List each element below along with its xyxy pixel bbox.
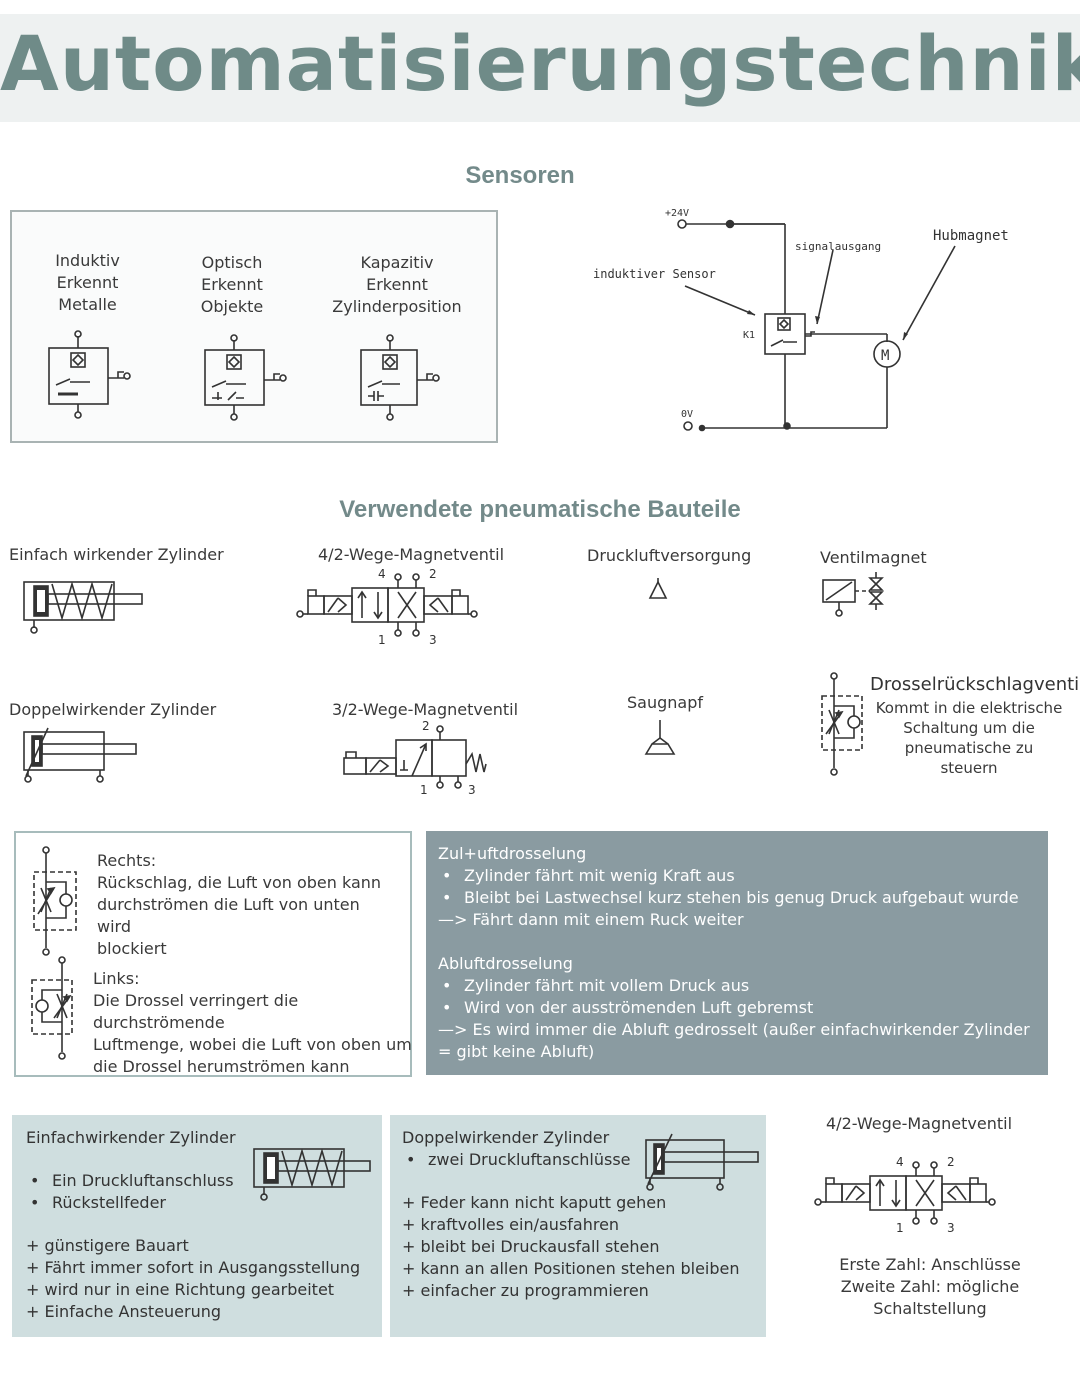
- supply-throttling-item: Bleibt bei Lastwechsel kurz stehen bis g…: [442, 887, 1038, 909]
- valve-note-line2: Zweite Zahl: mögliche Schaltstellung: [840, 1277, 1020, 1318]
- single-box-item: Rückstellfeder: [30, 1192, 376, 1214]
- throttle-left-title: Links:: [93, 969, 140, 988]
- valve-42-port1: 1: [378, 633, 386, 647]
- valve-note-port1: 1: [896, 1221, 904, 1235]
- throttle-valve-desc: Kommt in die elektrische Schaltung um di…: [874, 698, 1064, 778]
- single-cylinder-symbol: [23, 581, 143, 634]
- sensors-heading: Sensoren: [465, 162, 575, 189]
- supply-throttling-item: Zylinder fährt mit wenig Kraft aus: [442, 865, 1038, 887]
- double-box-pro: + kraftvolles ein/ausfahren: [402, 1215, 620, 1234]
- valve-42-symbol: 4 2 1 3: [296, 567, 478, 647]
- circuit-sensor-label: induktiver Sensor: [593, 267, 716, 281]
- valve-note-text: Erste Zahl: Anschlüsse Zweite Zahl: mögl…: [790, 1254, 1070, 1320]
- circuit-0v-label: 0V: [681, 409, 693, 420]
- throttle-left-line: Luftmenge, wobei die Luft von oben um: [93, 1035, 412, 1054]
- valve-note-title: 4/2-Wege-Magnetventil: [826, 1114, 1013, 1133]
- single-cylinder-box: Einfachwirkender Zylinder Ein Drucklufta…: [12, 1115, 382, 1337]
- exhaust-throttling-title: Abluftdrosselung: [438, 954, 573, 973]
- sensor-inductive-label: Induktiv Erkennt Metalle: [30, 250, 145, 316]
- valve-42-label: 4/2-Wege-Magnetventil: [318, 545, 505, 564]
- valve-42-port3: 3: [429, 633, 437, 647]
- valve-32-port3: 3: [468, 783, 476, 797]
- sensor-inductive-type: Induktiv: [55, 251, 120, 270]
- exhaust-throttling-item: Wird von der ausströmenden Luft gebremst: [442, 997, 1038, 1019]
- valve-32-label: 3/2-Wege-Magnetventil: [332, 700, 519, 719]
- inductive-sensor-symbol: [48, 330, 131, 419]
- throttle-valve-title: Drosselrückschlagventil: [870, 674, 1080, 695]
- throttling-info-box: Zul+uftdrosselung Zylinder fährt mit wen…: [426, 831, 1048, 1075]
- throttle-check-valve-symbol: [821, 672, 863, 776]
- double-cylinder-box-symbol: [645, 1133, 759, 1191]
- throttle-right-text: Rechts: Rückschlag, die Luft von oben ka…: [97, 850, 397, 960]
- double-box-pro: + kann an allen Positionen stehen bleibe…: [402, 1259, 740, 1278]
- capacitive-sensor-symbol: [360, 334, 440, 421]
- suction-cup-label: Saugnapf: [627, 693, 703, 712]
- components-heading: Verwendete pneumatische Bauteile: [339, 496, 741, 523]
- valve-note-symbol: 4 2 1 3: [814, 1155, 996, 1235]
- double-cylinder-symbol: [23, 727, 137, 783]
- throttle-explanation-box: [14, 831, 412, 1077]
- sensor-capacitive-type: Kapazitiv: [360, 253, 434, 272]
- double-cylinder-label: Doppelwirkender Zylinder: [9, 700, 217, 719]
- sensor-optical-type: Optisch: [201, 253, 263, 272]
- throttle-right-line: blockiert: [97, 939, 167, 958]
- supply-throttling-title: Zul+uftdrosselung: [438, 844, 587, 863]
- single-box-item: Ein Druckluftanschluss: [30, 1170, 376, 1192]
- air-supply-label: Druckluftversorgung: [587, 546, 752, 565]
- circuit-magnet-label: Hubmagnet: [933, 228, 1009, 244]
- sensor-capacitive-label: Kapazitiv Erkennt Zylinderposition: [304, 252, 490, 318]
- circuit-motor-label: M: [881, 348, 889, 364]
- throttle-left-symbol: [31, 956, 73, 1060]
- sensor-inductive-desc: Erkennt Metalle: [56, 273, 119, 314]
- double-box-pro: + bleibt bei Druckausfall stehen: [402, 1237, 660, 1256]
- valve-magnet-label: Ventilmagnet: [820, 548, 927, 567]
- single-cylinder-box-symbol: [253, 1148, 371, 1201]
- throttle-desc-line: pneumatische zu steuern: [904, 739, 1034, 777]
- valve-note-line1: Erste Zahl: Anschlüsse: [839, 1255, 1021, 1274]
- double-box-pro: + Feder kann nicht kaputt gehen: [402, 1193, 667, 1212]
- circuit-24v-label: +24V: [665, 208, 689, 219]
- throttle-desc-line: Schaltung um die: [903, 719, 1035, 737]
- valve-note-port2: 2: [947, 1155, 955, 1169]
- double-box-item: zwei Druckluftanschlüsse: [406, 1149, 762, 1171]
- throttle-right-title: Rechts:: [97, 851, 157, 870]
- throttle-left-line: die Drossel herumströmen kann: [93, 1057, 350, 1076]
- throttle-right-line: durchströmen die Luft von unten wird: [97, 895, 360, 936]
- throttle-desc-line: Kommt in die elektrische: [875, 699, 1063, 717]
- suction-cup-symbol: [644, 720, 676, 755]
- single-box-title: Einfachwirkender Zylinder: [26, 1128, 236, 1147]
- valve-32-symbol: 2 1 3: [343, 719, 487, 797]
- valve-32-port1: 1: [420, 783, 428, 797]
- throttle-right-line: Rückschlag, die Luft von oben kann: [97, 873, 382, 892]
- valve-note-port4: 4: [896, 1155, 904, 1169]
- sensor-circuit-diagram: +24V 0V K1 induktiver Sensor signalausga…: [593, 208, 1009, 432]
- valve-42-port2: 2: [429, 567, 437, 581]
- throttle-left-line: Die Drossel verringert die durchströmend…: [93, 991, 299, 1032]
- exhaust-throttling-item: Zylinder fährt mit vollem Druck aus: [442, 975, 1038, 997]
- sensor-capacitive-desc: Erkennt Zylinderposition: [332, 275, 462, 316]
- valve-magnet-symbol: [822, 572, 884, 617]
- valve-42-port4: 4: [378, 567, 386, 581]
- single-box-pro: + wird nur in eine Richtung gearbeitet: [26, 1280, 335, 1299]
- sensor-optical-label: Optisch Erkennt Objekte: [170, 252, 294, 318]
- exhaust-throttling-result: —> Es wird immer die Abluft gedrosselt (…: [438, 1020, 1030, 1061]
- valve-32-port2: 2: [422, 719, 430, 733]
- air-supply-symbol: [648, 578, 668, 599]
- title-band: [0, 14, 1080, 122]
- circuit-k1-label: K1: [743, 330, 755, 341]
- optical-sensor-symbol: [204, 334, 287, 421]
- single-box-pro: + Fährt immer sofort in Ausgangsstellung: [26, 1258, 361, 1277]
- valve-note-port3: 3: [947, 1221, 955, 1235]
- single-box-pro: + Einfache Ansteuerung: [26, 1302, 222, 1321]
- throttle-left-text: Links: Die Drossel verringert die durchs…: [93, 968, 413, 1078]
- single-box-pro: + günstigere Bauart: [26, 1236, 189, 1255]
- sensor-optical-desc: Erkennt Objekte: [200, 275, 264, 316]
- double-box-pro: + einfacher zu programmieren: [402, 1281, 649, 1300]
- double-box-title: Doppelwirkender Zylinder: [402, 1128, 610, 1147]
- throttle-right-symbol: [33, 846, 77, 956]
- supply-throttling-result: —> Fährt dann mit einem Ruck weiter: [438, 910, 744, 929]
- page-title: Automatisierungstechnik: [0, 19, 1080, 108]
- single-cylinder-label: Einfach wirkender Zylinder: [9, 545, 224, 564]
- circuit-signal-label: signalausgang: [795, 240, 881, 253]
